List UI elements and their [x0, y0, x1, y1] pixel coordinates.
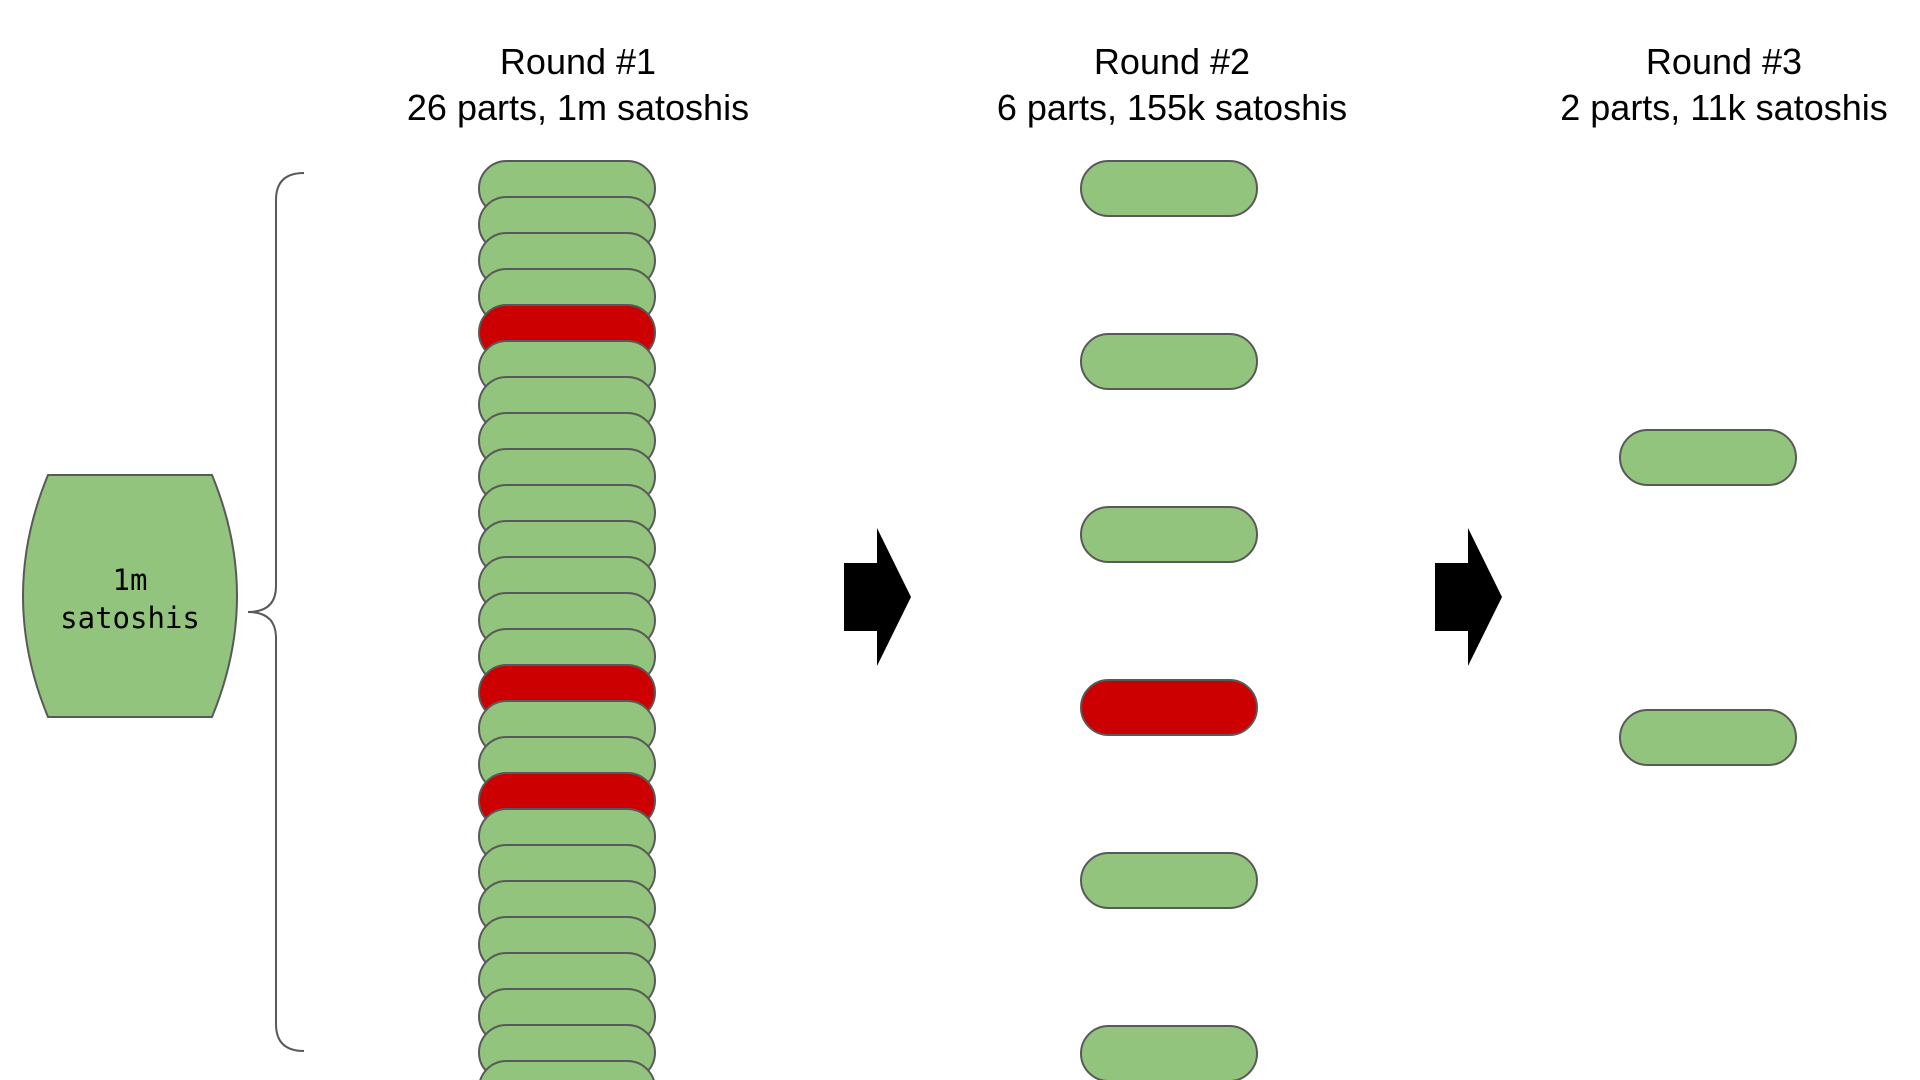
round-1-title-line2: 26 parts, 1m satoshis: [407, 87, 749, 128]
source-shape: [22, 474, 238, 718]
source-amount-block: 1m satoshis: [22, 474, 238, 718]
payment-part: [1080, 1025, 1258, 1080]
payment-part: [1619, 709, 1797, 766]
round-1-title-line1: Round #1: [500, 41, 656, 82]
payment-part: [1080, 160, 1258, 217]
round-2-title-line1: Round #2: [1094, 41, 1250, 82]
round-3-parts: [1619, 429, 1797, 766]
payment-part: [1080, 506, 1258, 563]
payment-part: [1080, 333, 1258, 390]
round-1-title: Round #1 26 parts, 1m satoshis: [407, 41, 749, 128]
payment-part: [479, 1060, 655, 1080]
round-3-title: Round #3 2 parts, 11k satoshis: [1560, 41, 1888, 128]
source-label-line2: satoshis: [60, 601, 200, 635]
arrow-right-icon: [1435, 528, 1502, 666]
round-2-title: Round #2 6 parts, 155k satoshis: [997, 41, 1347, 128]
source-label-line1: 1m: [113, 563, 148, 597]
payment-part: [1619, 429, 1797, 486]
split-brace: [247, 172, 305, 1052]
round-3-title-line1: Round #3: [1646, 41, 1802, 82]
payment-part: [1080, 852, 1258, 909]
round-2-title-line2: 6 parts, 155k satoshis: [997, 87, 1347, 128]
round-3-title-line2: 2 parts, 11k satoshis: [1560, 87, 1888, 128]
round-2-parts: [1080, 160, 1258, 1080]
round-1-parts: [478, 160, 656, 1080]
failed-payment-part: [1080, 679, 1258, 736]
arrow-right-icon: [844, 528, 911, 666]
